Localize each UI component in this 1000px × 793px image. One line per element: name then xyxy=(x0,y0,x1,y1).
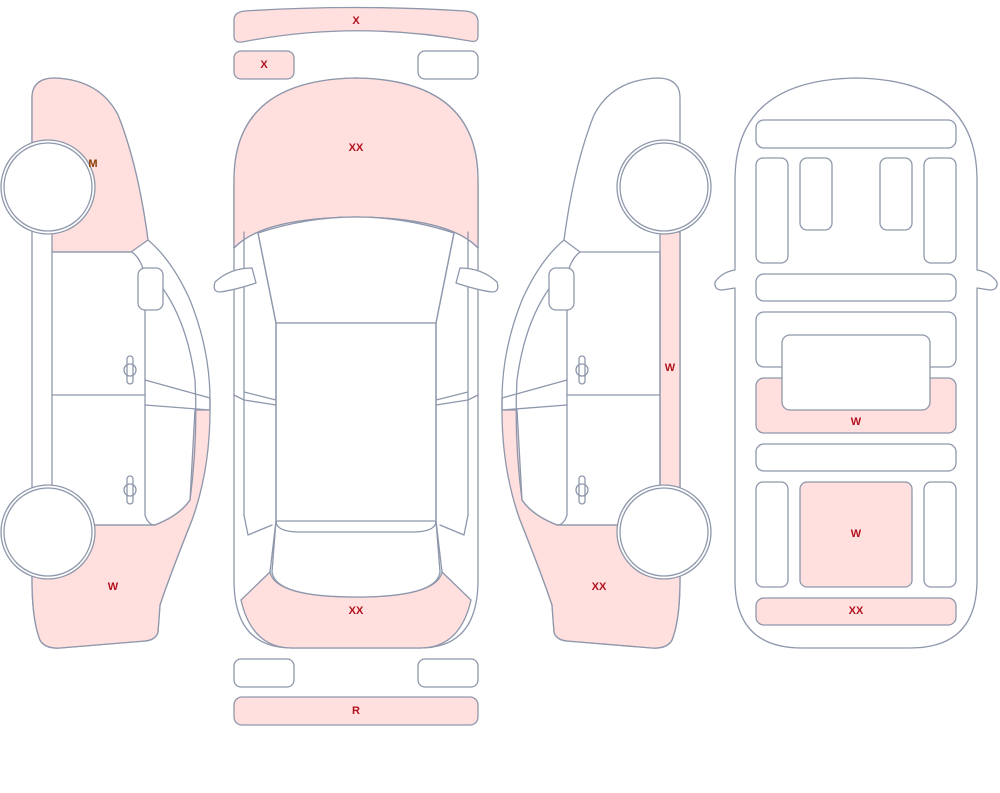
left-rear-wheel[interactable] xyxy=(3,487,93,577)
right-rocker-label: W xyxy=(665,362,676,374)
front-right-door-panel[interactable] xyxy=(923,157,957,264)
right-rear-door-handle[interactable] xyxy=(578,475,586,505)
rear-deck-label: XX xyxy=(349,605,364,617)
front-left-door-panel[interactable] xyxy=(755,157,789,264)
passenger-seat[interactable] xyxy=(879,157,913,231)
rear-bumper-label: R xyxy=(352,705,360,717)
right-front-wheel[interactable] xyxy=(619,142,709,232)
driver-seat[interactable] xyxy=(799,157,833,231)
center-console[interactable] xyxy=(755,273,957,302)
hood-label: XX xyxy=(349,142,364,154)
interior-rear-panel[interactable] xyxy=(755,597,957,626)
left-rear-quarter-label: W xyxy=(108,581,119,593)
front-left-plate-label: X xyxy=(260,59,268,71)
cargo-area[interactable] xyxy=(799,481,913,588)
rear-shelf[interactable] xyxy=(755,443,957,472)
roof[interactable] xyxy=(275,322,437,522)
right-mirror[interactable] xyxy=(548,267,575,311)
right-side-view: W XX xyxy=(501,77,712,649)
top-right-mirror[interactable] xyxy=(455,267,499,293)
interior-rear-panel-label: XX xyxy=(849,605,864,617)
left-rear-door-handle[interactable] xyxy=(126,475,134,505)
rear-bumper[interactable] xyxy=(233,696,479,726)
left-mirror[interactable] xyxy=(137,267,164,311)
left-front-wheel[interactable] xyxy=(3,142,93,232)
rear-window[interactable] xyxy=(271,520,441,598)
rear-left-door-panel[interactable] xyxy=(755,481,789,588)
front-right-plate-area[interactable] xyxy=(417,50,479,80)
right-front-door-handle[interactable] xyxy=(578,355,586,385)
headliner-panel[interactable] xyxy=(781,334,931,411)
top-left-mirror[interactable] xyxy=(213,267,257,293)
cargo-area-label: W xyxy=(851,528,862,540)
left-front-door-handle[interactable] xyxy=(126,355,134,385)
front-bumper[interactable] xyxy=(233,6,479,43)
front-bumper-label: X xyxy=(352,15,360,27)
top-view: X X XX XX R xyxy=(213,6,499,726)
left-side-view: M W xyxy=(0,77,211,649)
rear-left-plate-area[interactable] xyxy=(233,658,295,688)
rear-right-door-panel[interactable] xyxy=(923,481,957,588)
rear-bench-label: W xyxy=(851,416,862,428)
interior-view: W W XX xyxy=(714,77,998,649)
rear-right-plate-area[interactable] xyxy=(417,658,479,688)
dashboard[interactable] xyxy=(755,119,957,149)
right-rear-wheel[interactable] xyxy=(619,487,709,577)
right-rear-quarter-label: XX xyxy=(592,581,607,593)
left-front-fender-label: M xyxy=(88,158,97,170)
windshield[interactable] xyxy=(257,216,455,324)
front-left-plate-area[interactable] xyxy=(233,50,295,80)
